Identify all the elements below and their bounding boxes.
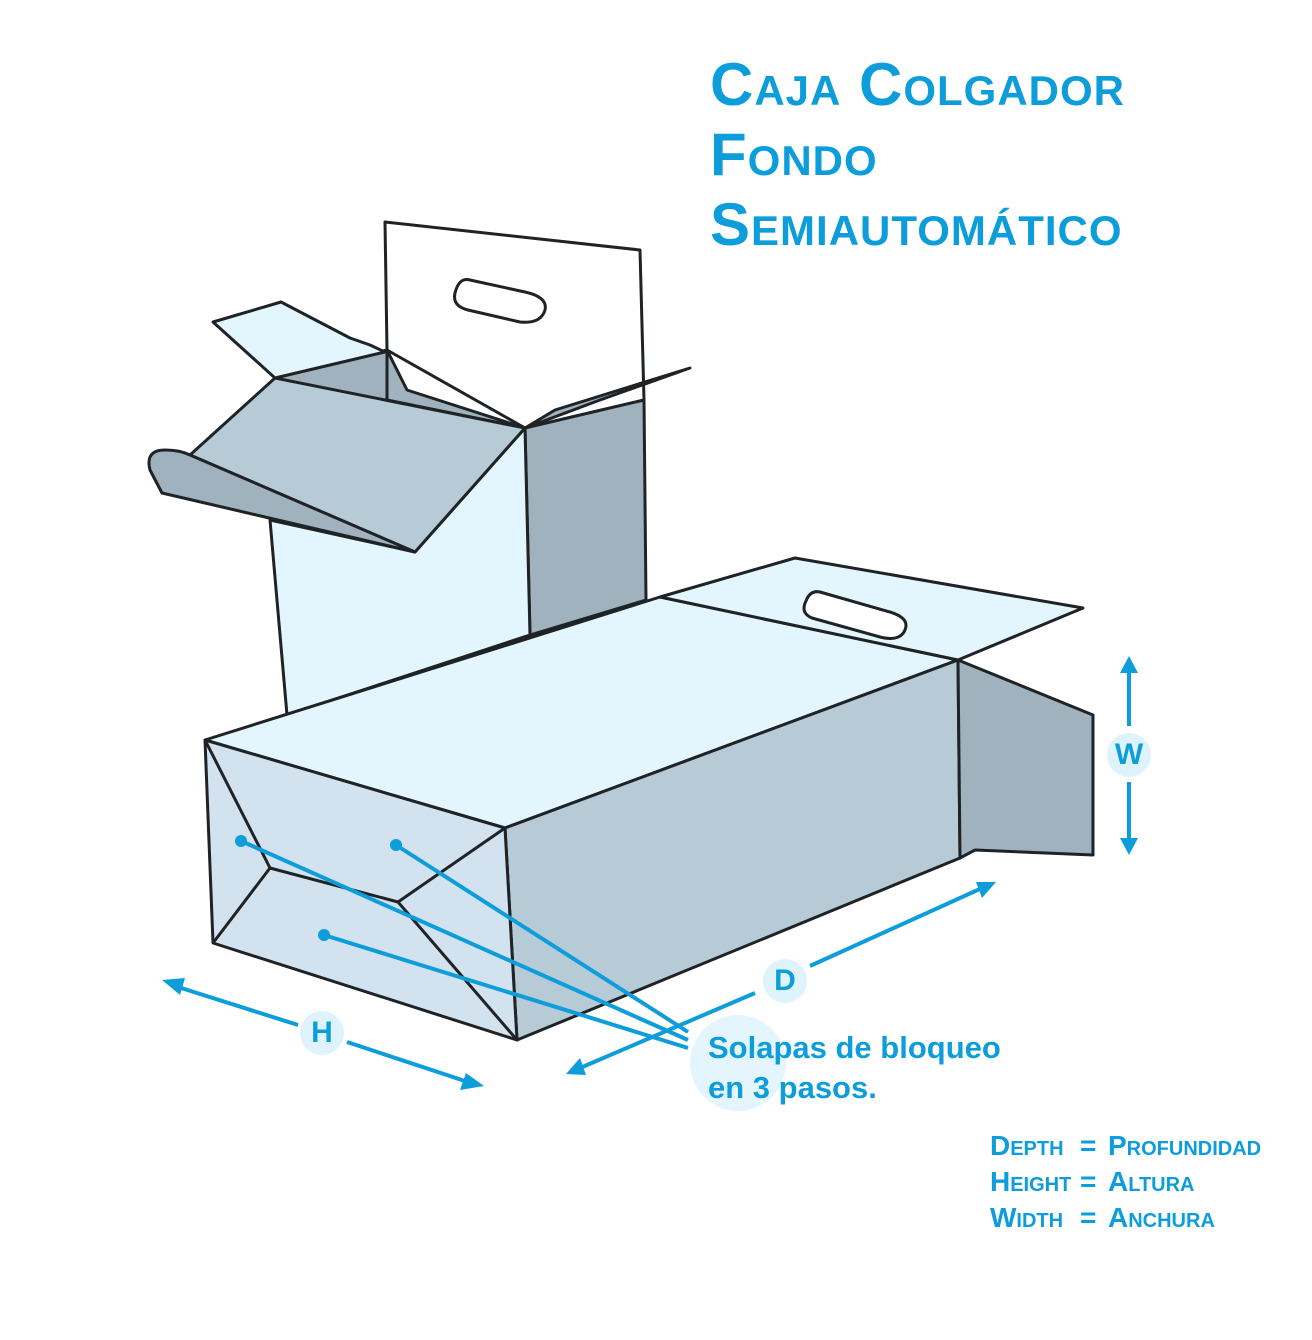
dimension-label-d: D (763, 959, 807, 1003)
handle-hole-lying (802, 590, 908, 640)
legend-row-width: Width = Anchura (990, 1200, 1261, 1236)
legend-term: Height (990, 1166, 1072, 1197)
dimension-label-w: W (1107, 733, 1151, 777)
dimension-arrow-h (162, 978, 484, 1090)
page-title: Caja Colgador Fondo Semiautomático (710, 50, 1125, 260)
callout-line-2: en 3 pasos. (708, 1070, 877, 1105)
dimension-legend: Depth = Profundidad Height = Altura Widt… (990, 1128, 1261, 1236)
callout-leaders (235, 835, 690, 1050)
dimension-label-h: H (300, 1011, 344, 1055)
dimension-arrow-d (566, 882, 996, 1075)
title-line-2: Fondo (710, 121, 878, 188)
handle-hole-upright (453, 278, 547, 324)
legend-term: Depth (990, 1130, 1064, 1161)
side-panel-upright (523, 398, 648, 637)
title-line-3: Semiautomático (710, 191, 1123, 258)
dimension-arrow-w (1120, 656, 1138, 855)
callout-bubble (690, 1015, 786, 1111)
legend-meaning: Anchura (1108, 1202, 1215, 1233)
legend-row-depth: Depth = Profundidad (990, 1128, 1261, 1164)
legend-equals: = (1080, 1202, 1097, 1233)
legend-equals: = (1080, 1130, 1097, 1161)
title-line-1: Caja Colgador (710, 51, 1126, 118)
flap-right (523, 366, 692, 430)
callout-line-1: Solapas de bloqueo (708, 1030, 1001, 1065)
legend-equals: = (1080, 1166, 1097, 1197)
legend-meaning: Altura (1108, 1166, 1195, 1197)
legend-meaning: Profundidad (1108, 1130, 1262, 1161)
legend-term: Width (990, 1202, 1064, 1233)
legend-row-height: Height = Altura (990, 1164, 1261, 1200)
locking-flaps-callout: Solapas de bloqueo en 3 pasos. (708, 1028, 1001, 1108)
end-flap-lying (956, 658, 1095, 860)
flap-left-curled (147, 448, 417, 554)
